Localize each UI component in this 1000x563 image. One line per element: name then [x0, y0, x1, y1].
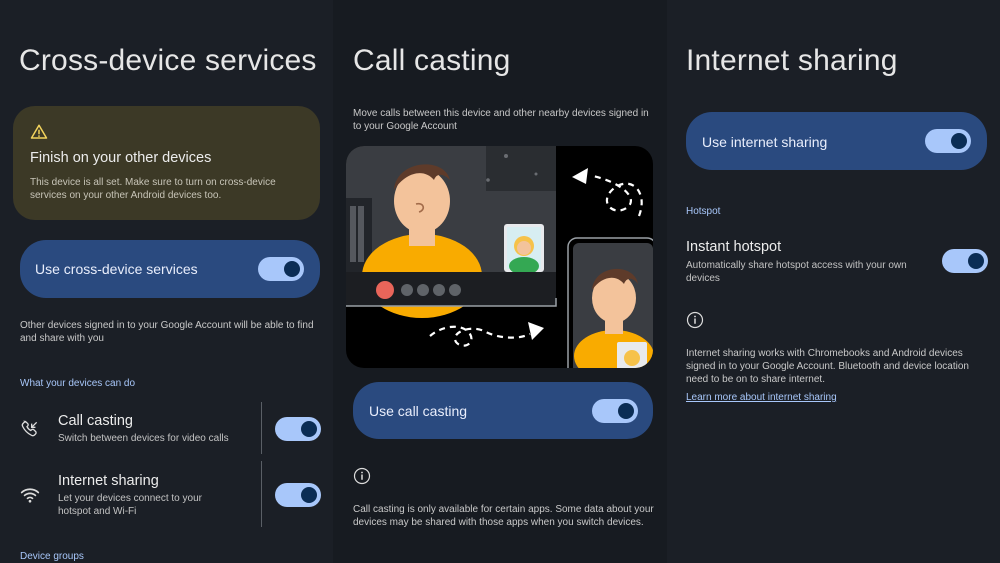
- call-casting-switch[interactable]: [275, 417, 321, 441]
- call-casting-switch[interactable]: [592, 399, 638, 423]
- page-title: Call casting: [353, 44, 511, 77]
- call-casting-description: Move calls between this device and other…: [353, 108, 649, 132]
- call-casting-panel: Call casting Move calls between this dev…: [333, 0, 667, 563]
- call-casting-toggle-card[interactable]: Use call casting: [353, 382, 653, 439]
- cross-device-services-panel: Cross-device services Finish on your oth…: [0, 0, 333, 563]
- switch-knob: [968, 253, 984, 269]
- cross-device-toggle-label: Use cross-device services: [35, 261, 198, 277]
- instant-hotspot-switch[interactable]: [942, 249, 988, 273]
- internet-sharing-toggle-label: Use internet sharing: [702, 134, 828, 150]
- instant-hotspot-title: Instant hotspot: [686, 239, 782, 255]
- call-casting-toggle-label: Use call casting: [369, 403, 468, 419]
- warning-icon: [30, 124, 48, 139]
- wifi-icon: [20, 488, 40, 503]
- page-title: Cross-device services: [19, 44, 317, 77]
- internet-sharing-row-subtitle: Let your devices connect to your hotspot…: [58, 493, 202, 517]
- internet-sharing-toggle-card[interactable]: Use internet sharing: [686, 112, 987, 170]
- call-casting-row-subtitle: Switch between devices for video calls: [58, 433, 229, 444]
- internet-sharing-switch[interactable]: [275, 483, 321, 507]
- cross-device-description: Other devices signed in to your Google A…: [20, 320, 314, 344]
- section-label-device-groups: Device groups: [20, 551, 84, 562]
- warning-body: This device is all set. Make sure to tur…: [30, 177, 276, 201]
- section-label-capabilities: What your devices can do: [20, 378, 136, 389]
- info-icon: [353, 467, 371, 485]
- internet-sharing-switch[interactable]: [925, 129, 971, 153]
- cross-device-toggle-card[interactable]: Use cross-device services: [20, 240, 320, 298]
- internet-sharing-row-title: Internet sharing: [58, 473, 159, 489]
- internet-sharing-panel: Internet sharing Use internet sharing Ho…: [667, 0, 1000, 563]
- warning-card: Finish on your other devices This device…: [13, 106, 320, 220]
- info-icon: [686, 311, 704, 329]
- call-transfer-icon: [21, 420, 38, 437]
- warning-title: Finish on your other devices: [30, 150, 212, 166]
- switch-knob: [284, 261, 300, 277]
- switch-knob: [951, 133, 967, 149]
- section-label-hotspot: Hotspot: [686, 206, 721, 217]
- cross-device-switch[interactable]: [258, 257, 304, 281]
- call-casting-info-text: Call casting is only available for certa…: [353, 504, 654, 528]
- divider: [261, 461, 262, 527]
- video-call-illustration: [346, 146, 653, 368]
- call-casting-row-title: Call casting: [58, 413, 133, 429]
- switch-knob: [301, 487, 317, 503]
- switch-knob: [618, 403, 634, 419]
- switch-knob: [301, 421, 317, 437]
- learn-more-link[interactable]: Learn more about internet sharing: [686, 392, 837, 403]
- internet-sharing-info-text: Internet sharing works with Chromebooks …: [686, 348, 969, 385]
- divider: [261, 402, 262, 454]
- page-title: Internet sharing: [686, 44, 898, 77]
- instant-hotspot-subtitle: Automatically share hotspot access with …: [686, 260, 907, 284]
- call-casting-illustration: [346, 146, 653, 368]
